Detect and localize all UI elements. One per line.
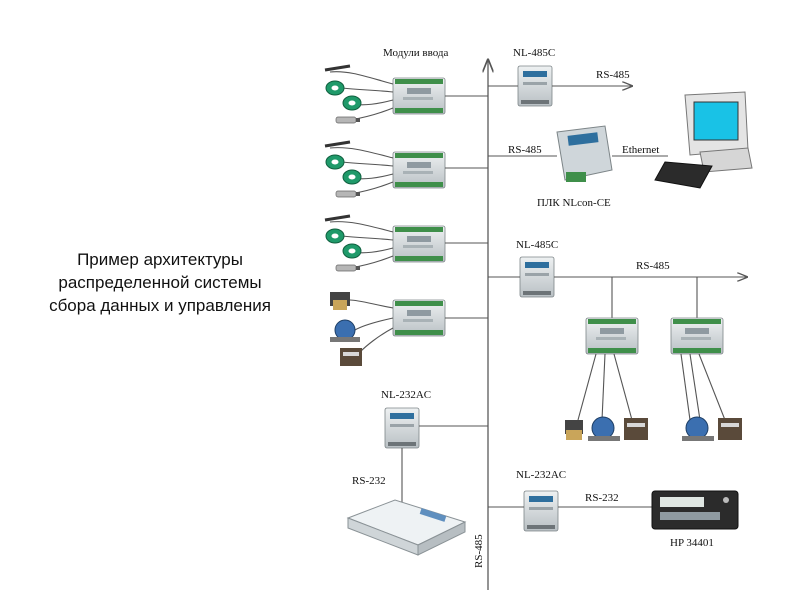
nl485c-mid-group: NL-485C RS-485 (488, 239, 747, 441)
label-input-modules: Модули ввода (383, 47, 449, 59)
plc-group: RS-485 Ethernet ПЛК NLcon-CE (488, 125, 668, 209)
data-logger-device (346, 499, 467, 556)
input-module-2 (324, 140, 488, 198)
pump-icon (588, 416, 620, 441)
nl485c-mid-converter (519, 256, 555, 298)
nl232ac-bottom-converter (523, 490, 559, 532)
computer-icon (654, 91, 753, 189)
nl232ac-left-group: NL-232AC RS-232 (346, 389, 488, 556)
input-module-3 (324, 214, 488, 272)
caption-line-2: распределенной системы (58, 273, 262, 292)
label-nl485c-top: NL-485C (513, 47, 555, 59)
label-rs485-plc: RS-485 (508, 144, 542, 156)
nl232ac-bottom-group: NL-232AC RS-232 (488, 469, 652, 532)
output-module-1 (565, 317, 648, 441)
label-hp34401: HP 34401 (670, 537, 714, 549)
label-rs485-mid: RS-485 (636, 260, 670, 272)
label-nl485c-mid: NL-485C (516, 239, 558, 251)
input-modules-group: Модули ввода (324, 47, 488, 366)
input-module-4 (330, 292, 488, 366)
label-rs485-vertical: RS-485 (473, 534, 485, 568)
contactor-icon (340, 348, 362, 366)
pump-icon (330, 319, 360, 342)
label-nl232ac-bottom: NL-232AC (516, 469, 566, 481)
solenoid-valve-icon (565, 420, 583, 440)
label-plc: ПЛК NLcon-CE (537, 197, 611, 209)
nl485c-top-group: NL-485C RS-485 (488, 47, 632, 107)
contactor-icon (624, 418, 648, 440)
label-nl232ac-left: NL-232AC (381, 389, 431, 401)
plc-nlcon-ce-device (556, 125, 613, 182)
label-rs485-top: RS-485 (596, 69, 630, 81)
label-rs232-bottom: RS-232 (585, 492, 619, 504)
pump-icon (682, 416, 714, 441)
multimeter-device: HP 34401 (651, 490, 739, 549)
caption-line-3: сбора данных и управления (49, 296, 271, 315)
input-module-1 (324, 64, 488, 124)
label-rs232-left: RS-232 (352, 475, 386, 487)
nl485c-top-converter (517, 65, 553, 107)
solenoid-valve-icon (330, 292, 350, 310)
diagram-caption: Пример архитектуры распределенной систем… (20, 248, 300, 317)
output-module-2 (670, 317, 742, 441)
label-ethernet: Ethernet (622, 144, 659, 156)
contactor-icon (718, 418, 742, 440)
caption-line-1: Пример архитектуры (77, 250, 243, 269)
nl232ac-left-converter (384, 407, 420, 449)
